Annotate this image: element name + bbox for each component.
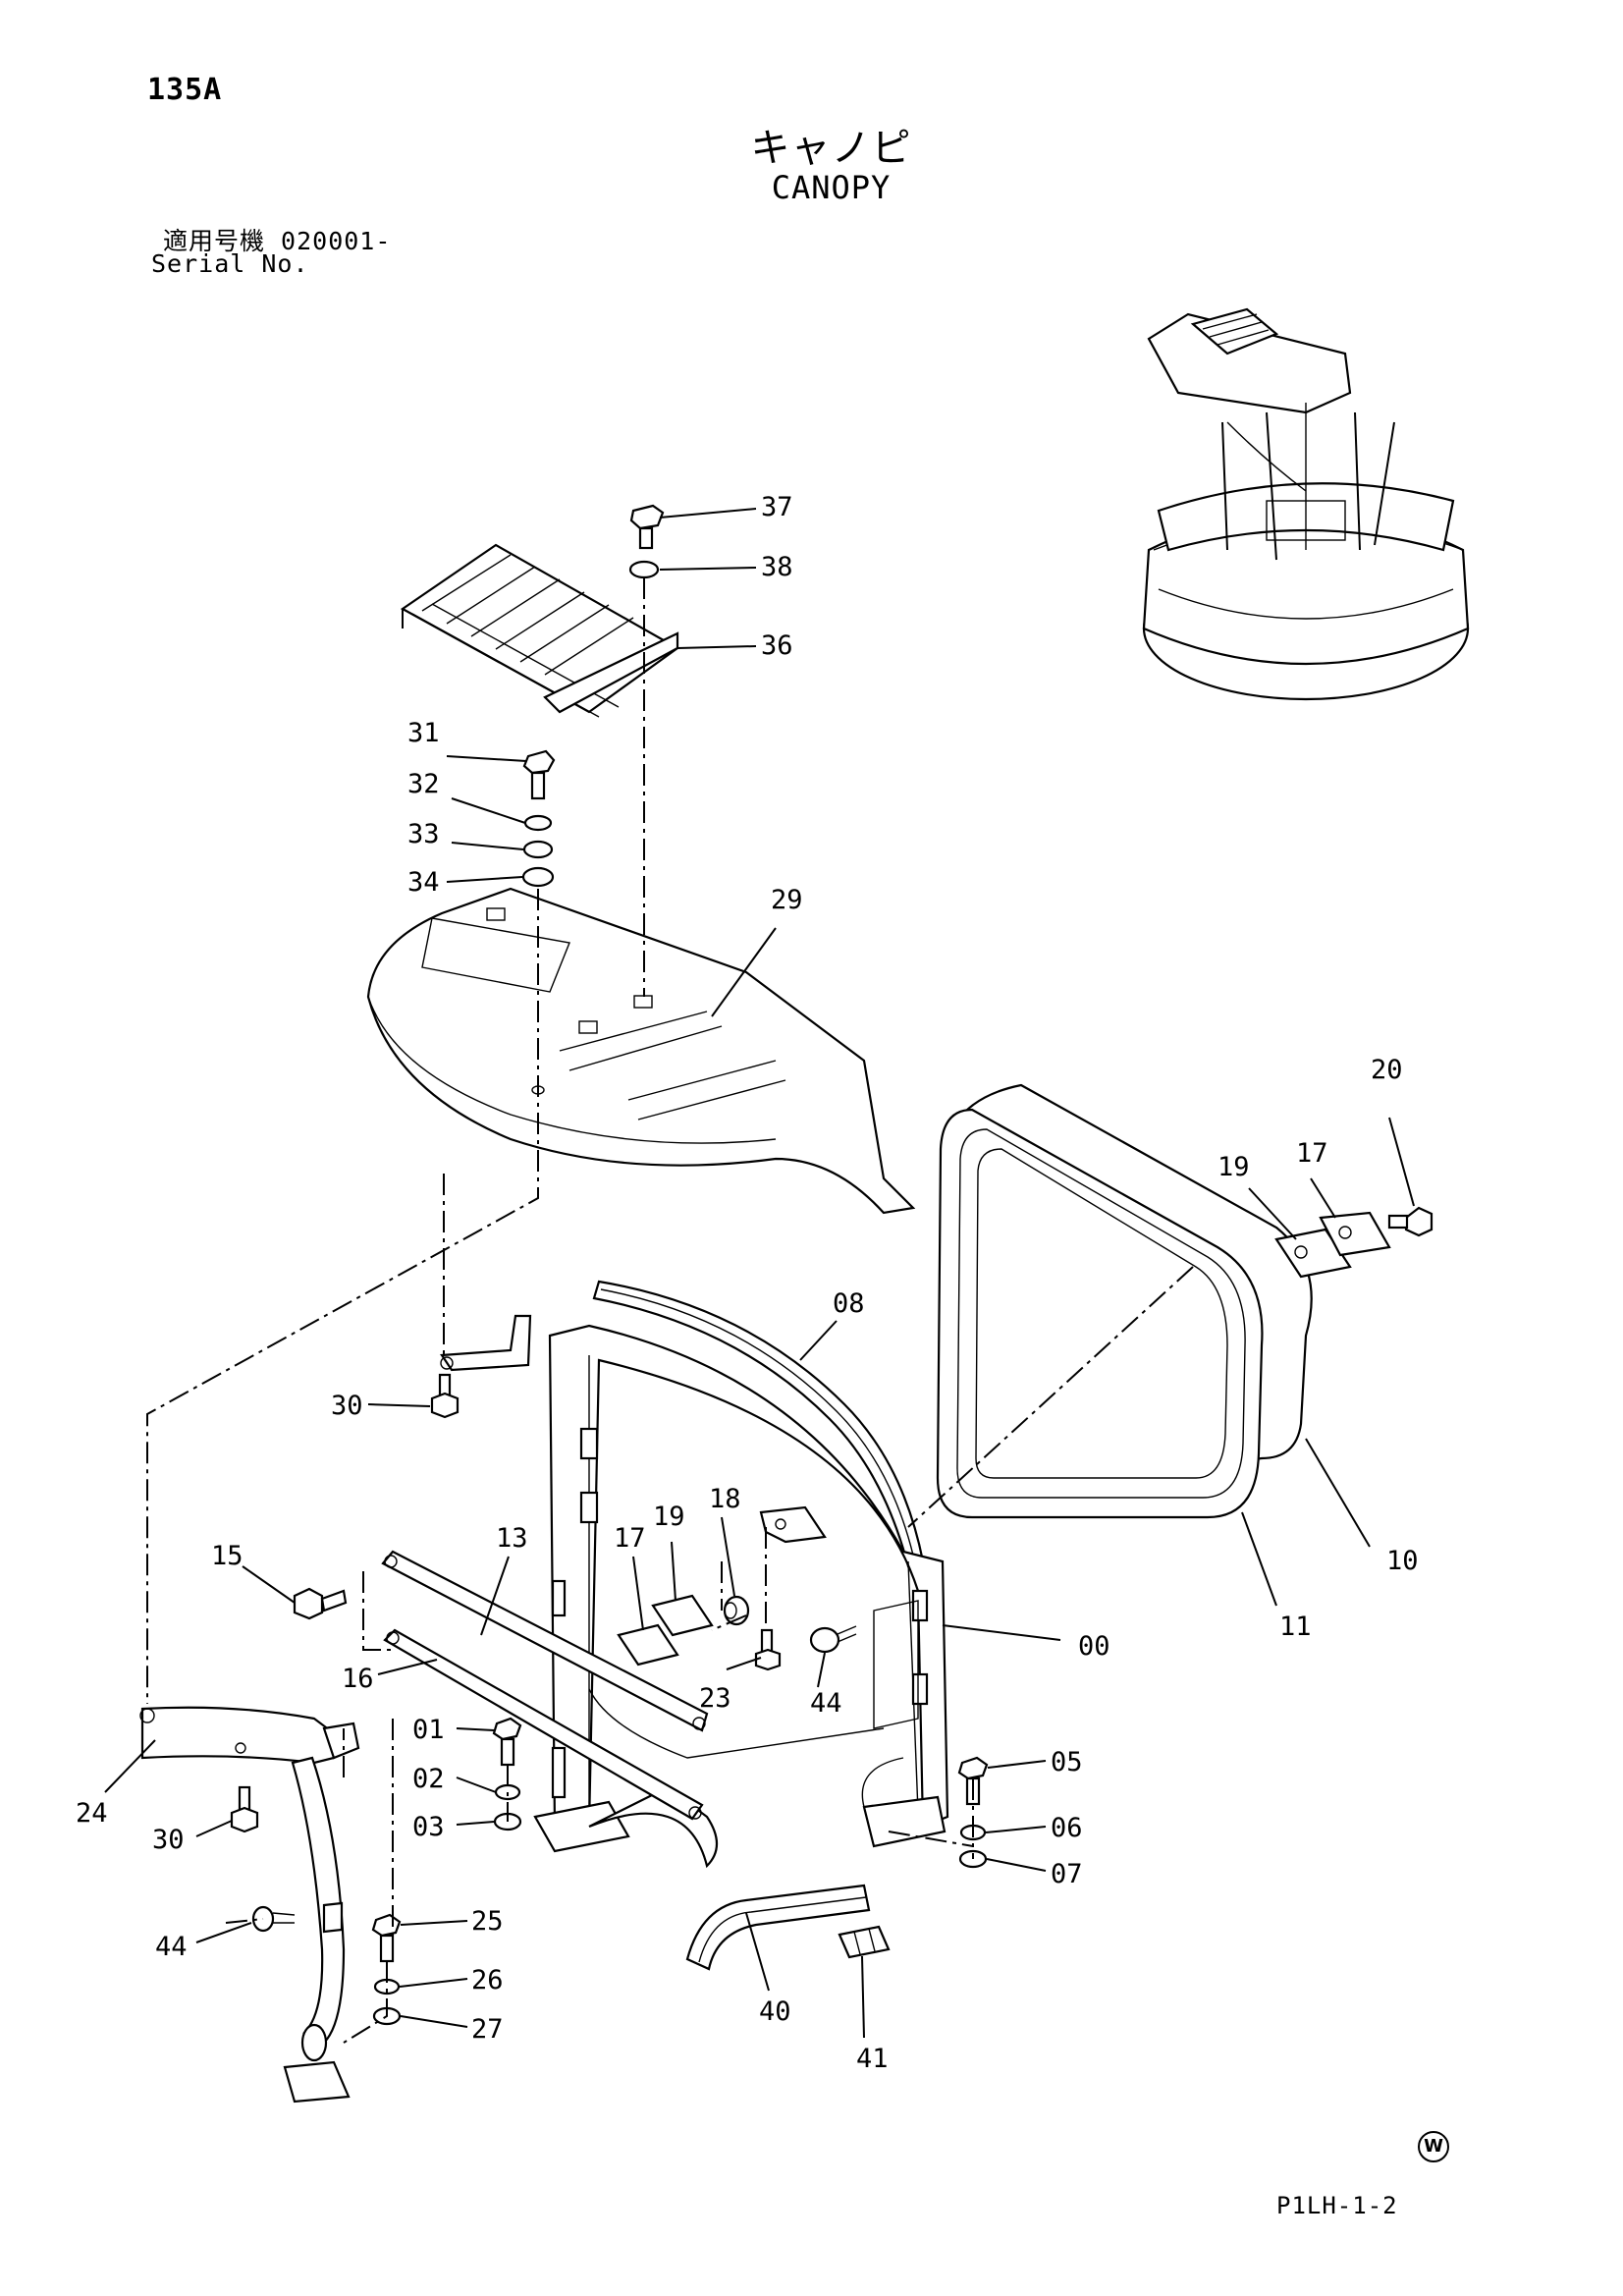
callout-01: 01 [412, 1715, 445, 1745]
plate-19-center [651, 1594, 714, 1637]
callout-11: 11 [1279, 1612, 1312, 1642]
callout-17-center: 17 [614, 1523, 646, 1554]
washer-34 [521, 866, 555, 888]
cover-41 [838, 1925, 891, 1959]
bolt-31 [522, 749, 556, 800]
callout-07: 07 [1051, 1859, 1083, 1889]
callout-03: 03 [412, 1812, 445, 1842]
callout-19-window: 19 [1217, 1152, 1250, 1182]
serial-number-label: Serial No. [151, 249, 309, 278]
callout-00: 00 [1078, 1631, 1110, 1662]
plate-17-window [1319, 1211, 1391, 1257]
callout-27: 27 [471, 2014, 504, 2045]
callout-33: 33 [407, 819, 440, 849]
callout-32: 32 [407, 769, 440, 799]
bolt-23 [754, 1628, 782, 1671]
plate-19-window [1274, 1228, 1352, 1279]
bar-13 [381, 1550, 709, 1732]
washer-33 [522, 840, 554, 859]
callout-24: 24 [76, 1798, 108, 1829]
callout-44-left: 44 [155, 1932, 188, 1962]
callout-31: 31 [407, 718, 440, 748]
callout-10: 10 [1386, 1546, 1419, 1576]
leader-lines [104, 508, 1415, 2039]
assembly-lines [146, 577, 1194, 2044]
bolt-37 [629, 504, 665, 550]
callout-16: 16 [342, 1664, 374, 1694]
callout-18: 18 [709, 1484, 741, 1514]
callout-13: 13 [496, 1523, 528, 1554]
callout-08: 08 [833, 1288, 865, 1319]
serial-applicable-label: 適用号機 020001- [163, 227, 392, 255]
callout-41: 41 [856, 2044, 889, 2074]
plate-17-center [617, 1623, 679, 1667]
watermark-symbol: W [1418, 2131, 1449, 2162]
bolt-30-lower [230, 1785, 259, 1833]
title-japanese: キャノピ [750, 126, 912, 171]
rubber-40 [685, 1884, 871, 1971]
callout-19-center: 19 [653, 1502, 685, 1532]
bolt-01 [492, 1717, 522, 1767]
canopy-frame-00 [533, 1324, 949, 1869]
callout-36: 36 [761, 630, 793, 661]
seal-11 [936, 1108, 1264, 1519]
roof-29 [366, 887, 916, 1215]
callout-40: 40 [759, 1996, 791, 2027]
bar-16 [383, 1628, 704, 1821]
callout-labels: 37 38 36 31 32 33 34 29 20 17 19 08 30 1… [76, 492, 1419, 2074]
callout-37: 37 [761, 492, 793, 522]
pillar-left [283, 1756, 351, 2104]
washer-32 [523, 814, 553, 832]
document-code: P1LH-1-2 [1276, 2192, 1398, 2219]
callout-44-center: 44 [810, 1688, 842, 1719]
callout-30-upper: 30 [331, 1391, 363, 1421]
clip-44-center [809, 1625, 857, 1654]
bracket-right-frame [759, 1505, 827, 1544]
callout-29: 29 [771, 885, 803, 915]
callout-17-window: 17 [1296, 1138, 1328, 1169]
clip-44-left [251, 1905, 296, 1933]
bracket-top-frame [440, 1314, 532, 1372]
bolt-20 [1387, 1206, 1434, 1237]
callout-20: 20 [1371, 1055, 1403, 1085]
callout-26: 26 [471, 1965, 504, 1995]
callout-15: 15 [211, 1541, 243, 1571]
washer-38 [628, 560, 660, 579]
callout-23: 23 [699, 1683, 731, 1714]
overview-inset [1142, 307, 1470, 701]
callout-25: 25 [471, 1906, 504, 1937]
bolt-15 [293, 1587, 348, 1620]
bolt-25 [371, 1913, 402, 1963]
title-english: CANOPY [771, 169, 892, 206]
callout-34: 34 [407, 867, 440, 898]
callout-38: 38 [761, 552, 793, 582]
callout-06: 06 [1051, 1813, 1083, 1843]
callout-05: 05 [1051, 1747, 1083, 1777]
page-number: 135A [147, 73, 223, 107]
callout-02: 02 [412, 1764, 445, 1794]
callout-30-lower: 30 [152, 1825, 185, 1855]
bolt-30-upper [430, 1373, 460, 1419]
stay-24 [139, 1706, 360, 1765]
